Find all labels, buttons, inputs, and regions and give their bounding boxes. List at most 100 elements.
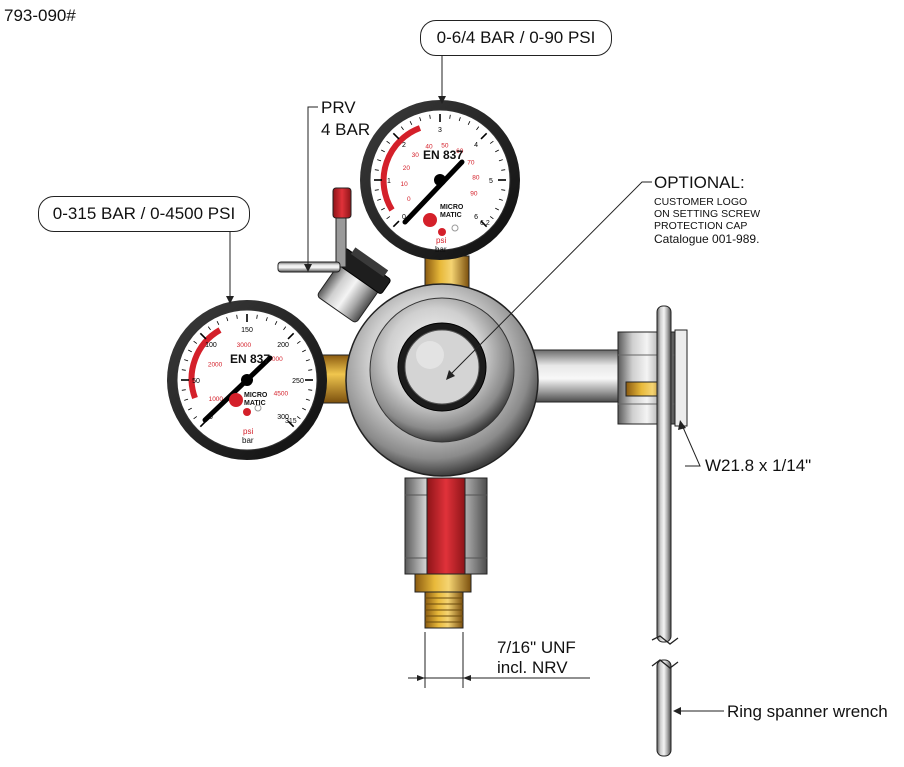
low-gauge-bar-label: 4 bbox=[474, 142, 478, 149]
high-gauge-tick bbox=[308, 369, 313, 371]
high-gauge-standard: EN 837 bbox=[230, 352, 271, 366]
low-gauge-bar-label: 3 bbox=[438, 127, 442, 134]
high-gauge-bar-label: 250 bbox=[292, 378, 304, 385]
high-gauge-psi-label: 4500 bbox=[274, 390, 289, 397]
low-gauge-standard: EN 837 bbox=[423, 148, 464, 162]
low-gauge-tick bbox=[374, 169, 379, 171]
low-gauge-psi-label: 60 bbox=[456, 148, 464, 155]
high-gauge-bar-label: 200 bbox=[277, 342, 289, 349]
low-gauge-psi-label: 70 bbox=[467, 159, 475, 166]
low-gauge-tick bbox=[400, 126, 404, 131]
high-gauge-bar-label: 150 bbox=[241, 327, 253, 334]
high-gauge-tick bbox=[181, 369, 186, 371]
low-gauge-psi-label: 20 bbox=[403, 165, 411, 172]
prv-rating: 4 BAR bbox=[321, 120, 371, 139]
high-gauge-bar-label: 50 bbox=[192, 378, 200, 385]
low-gauge-needle bbox=[402, 159, 465, 225]
ring-spanner-wrench bbox=[651, 305, 688, 757]
high-gauge-range-callout: 0-315 BAR / 0-4500 PSI bbox=[38, 196, 250, 232]
high-gauge-tick bbox=[188, 349, 192, 353]
high-gauge-tick bbox=[184, 398, 189, 401]
low-gauge-tick bbox=[498, 198, 503, 201]
high-gauge-tick bbox=[296, 340, 301, 344]
optional-line-2: ON SETTING SCREW bbox=[654, 208, 761, 220]
low-gauge-tick bbox=[495, 207, 499, 211]
outlet-thread-label: 7/16" UNF bbox=[497, 638, 576, 657]
optional-line-1: CUSTOMER LOGO bbox=[654, 196, 748, 208]
low-gauge-psi-label: 10 bbox=[400, 181, 408, 188]
low-gauge-tick bbox=[480, 220, 488, 228]
high-gauge-tick bbox=[181, 389, 186, 391]
low-gauge-bar-label: 1 bbox=[387, 178, 391, 185]
low-gauge-tick bbox=[489, 216, 494, 220]
high-gauge-psi-label: 1000 bbox=[209, 396, 224, 403]
high-gauge-unit-psi: psi bbox=[243, 427, 254, 436]
low-gauge-bar-label: 6 bbox=[474, 214, 478, 221]
low-gauge-tick bbox=[429, 114, 431, 119]
low-gauge-bar-label: 5 bbox=[489, 178, 493, 185]
low-gauge-brand-2: MATIC bbox=[440, 212, 462, 219]
wrench-label: Ring spanner wrench bbox=[727, 702, 888, 721]
high-gauge-extra: 315 bbox=[285, 418, 297, 425]
low-gauge-tick bbox=[489, 140, 494, 144]
prv-valve bbox=[277, 187, 391, 323]
low-gauge-bar-label: 0 bbox=[402, 214, 406, 221]
high-gauge-tick bbox=[287, 420, 295, 428]
high-gauge-tick bbox=[302, 349, 306, 353]
high-gauge-needle bbox=[202, 355, 273, 423]
high-gauge-tick bbox=[305, 398, 310, 401]
low-gauge-unit-psi: psi bbox=[436, 236, 447, 245]
high-gauge-tick bbox=[283, 326, 287, 331]
high-gauge-tick bbox=[207, 326, 211, 331]
low-gauge-tick bbox=[467, 121, 471, 125]
high-gauge-bar-label: 100 bbox=[205, 342, 217, 349]
high-gauge-tick bbox=[274, 321, 278, 325]
optional-line-3: PROTECTION CAP bbox=[654, 220, 748, 232]
high-gauge-tick bbox=[265, 317, 268, 322]
high-gauge-brand-1: MICRO bbox=[244, 392, 268, 399]
low-gauge-psi-label: 80 bbox=[472, 175, 480, 182]
high-gauge-tick bbox=[308, 389, 313, 391]
high-pressure-gauge: 05010015020025030010002000300040004500 bbox=[167, 300, 327, 460]
low-gauge-psi-label: 90 bbox=[470, 190, 478, 197]
high-gauge-tick bbox=[296, 416, 301, 420]
low-gauge-bar-label: 2 bbox=[402, 142, 406, 149]
high-gauge-bar-label: 300 bbox=[277, 414, 289, 421]
high-gauge-tick bbox=[302, 407, 306, 411]
high-gauge-tick bbox=[236, 314, 238, 319]
low-gauge-tick bbox=[449, 114, 451, 119]
high-gauge-tick bbox=[305, 359, 310, 362]
outlet-assembly bbox=[404, 477, 488, 629]
low-gauge-tick bbox=[386, 216, 391, 220]
low-gauge-tick bbox=[381, 207, 385, 211]
low-gauge-extra: 6.2 bbox=[480, 220, 490, 227]
high-gauge-brand-2: MATIC bbox=[244, 400, 266, 407]
high-gauge-unit-bar: bar bbox=[242, 436, 254, 445]
low-gauge-tick bbox=[377, 198, 382, 201]
low-gauge-tick bbox=[381, 149, 385, 153]
high-gauge-psi-label: 4000 bbox=[268, 356, 283, 363]
leader-lines bbox=[229, 56, 724, 712]
low-gauge-unit-bar: bar bbox=[435, 245, 447, 254]
inlet-thread-label: W21.8 x 1/14" bbox=[705, 456, 812, 475]
high-gauge-tick bbox=[216, 321, 220, 325]
low-gauge-range-text: 0-6/4 BAR / 0-90 PSI bbox=[436, 28, 596, 47]
prv-label: PRV bbox=[321, 98, 356, 117]
low-gauge-tick bbox=[480, 132, 488, 140]
low-gauge-tick bbox=[501, 169, 506, 171]
optional-catalogue: Catalogue 001-989. bbox=[654, 232, 760, 246]
low-gauge-tick bbox=[476, 126, 480, 131]
low-gauge-tick bbox=[495, 149, 499, 153]
low-gauge-tick bbox=[374, 189, 379, 191]
low-gauge-psi-label: 0 bbox=[407, 196, 411, 203]
optional-title: OPTIONAL: bbox=[654, 173, 745, 192]
low-gauge-psi-label: 40 bbox=[425, 144, 433, 151]
high-gauge-tick bbox=[188, 407, 192, 411]
high-gauge-tick bbox=[256, 314, 258, 319]
high-gauge-tick bbox=[184, 359, 189, 362]
low-gauge-psi-label: 50 bbox=[441, 142, 449, 149]
low-gauge-tick bbox=[501, 189, 506, 191]
